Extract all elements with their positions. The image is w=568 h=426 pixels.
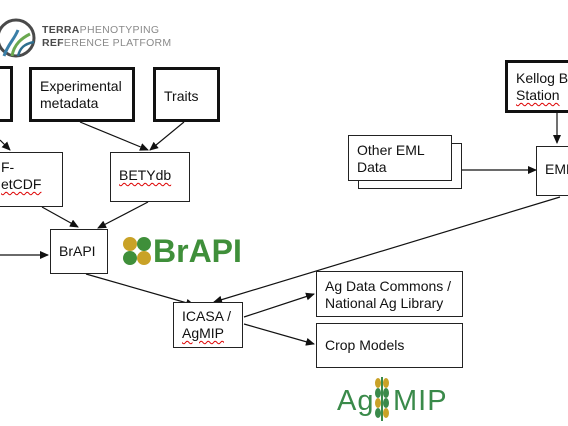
traits-label: Traits bbox=[164, 88, 199, 104]
betydb-label: BETYdb bbox=[119, 167, 172, 183]
terra-leaf-circle-icon bbox=[0, 18, 36, 58]
offscreen-source-box bbox=[0, 66, 13, 122]
logo-line1-bold: TERRA bbox=[42, 24, 80, 36]
node-experimental-metadata: Experimental metadata bbox=[29, 67, 135, 122]
logo-line2-rest: ERENCE PLATFORM bbox=[63, 37, 172, 49]
arrow-offscreen-to-netcdf bbox=[0, 139, 11, 151]
other-eml-label: Other EML Data bbox=[357, 142, 425, 175]
netcdf-label-line2: etCDF bbox=[1, 176, 42, 192]
node-kellog-station: Kellog B Station bbox=[505, 60, 568, 113]
icasa-label-line1: ICASA / bbox=[182, 308, 232, 324]
node-ag-data-commons: Ag Data Commons / National Ag Library bbox=[316, 271, 463, 317]
arrow-netcdf-to-brapi bbox=[41, 206, 79, 228]
brapi-clover-icon bbox=[123, 237, 151, 265]
eml-label: EML bbox=[545, 161, 568, 177]
node-crop-models: Crop Models bbox=[316, 323, 463, 368]
node-eml: EML bbox=[536, 146, 568, 196]
icasa-label-line2: AgMIP bbox=[182, 325, 225, 341]
agmip-logo-text-right: MIP bbox=[393, 385, 448, 417]
arrow-traits-to-betydb bbox=[149, 121, 185, 151]
arrow-icasa-to-agdata bbox=[243, 292, 315, 318]
ag-data-commons-label: Ag Data Commons / National Ag Library bbox=[325, 278, 452, 311]
arrow-eml-to-icasa bbox=[213, 196, 561, 304]
node-other-eml: Other EML Data bbox=[348, 135, 452, 181]
arrow-betydb-to-brapi bbox=[97, 201, 149, 229]
kellog-label-line2: Station bbox=[516, 87, 560, 103]
logo-line2-bold: REF bbox=[42, 37, 64, 49]
logo-line1-rest: PHENOTYPING bbox=[79, 24, 160, 36]
netcdf-label-line1: F- bbox=[1, 159, 15, 175]
brapi-box-label: BrAPI bbox=[59, 243, 96, 259]
node-betydb: BETYdb bbox=[110, 152, 190, 202]
crop-models-label: Crop Models bbox=[325, 337, 405, 353]
kellog-label-line1: Kellog B bbox=[516, 70, 568, 86]
node-brapi: BrAPI bbox=[50, 229, 108, 274]
experimental-metadata-label: Experimental metadata bbox=[40, 78, 122, 111]
agmip-wheat-icon bbox=[375, 377, 389, 421]
arrow-metadata-to-betydb bbox=[79, 121, 149, 151]
arrow-icasa-to-cropmodels bbox=[243, 323, 315, 346]
node-netcdf: F- etCDF bbox=[0, 152, 63, 207]
agmip-logo-text-left: Ag bbox=[337, 385, 375, 417]
node-traits: Traits bbox=[153, 67, 220, 122]
node-icasa-agmip: ICASA / AgMIP bbox=[173, 302, 243, 348]
brapi-logo-text: BrAPI bbox=[153, 233, 242, 269]
arrow-brapi-to-icasa bbox=[85, 273, 195, 307]
